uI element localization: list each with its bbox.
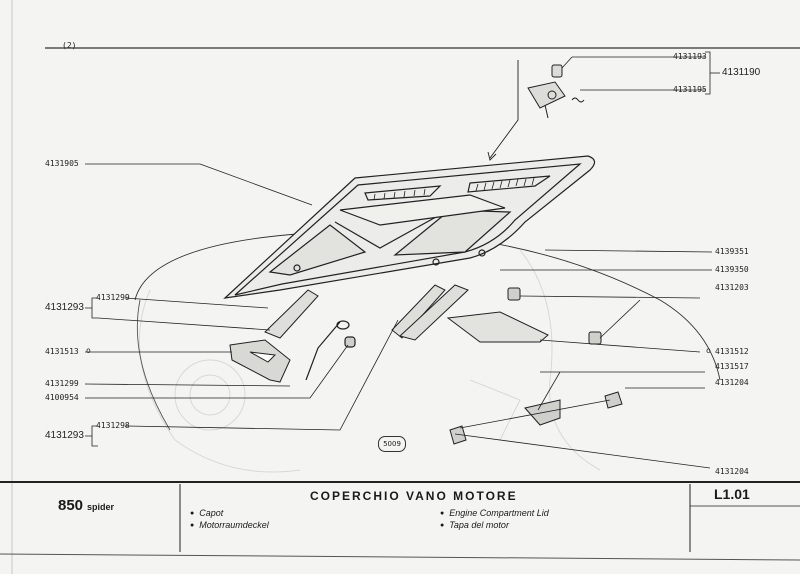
part-label-4131193: 4131193 xyxy=(673,52,707,61)
section-code: L1.01 xyxy=(714,486,750,502)
diagram-number: 5009 xyxy=(378,436,406,452)
description-de: Motorraumdeckel xyxy=(190,520,269,530)
part-label-4131204-upper: 4131204 xyxy=(715,378,749,387)
part-label-4131517: 4131517 xyxy=(715,362,749,371)
leader-lines xyxy=(84,51,720,469)
clip-parts xyxy=(449,287,623,445)
page-number: (2) xyxy=(62,41,77,50)
description-es: Tapa del motor xyxy=(440,520,509,530)
footer-frame xyxy=(0,481,800,552)
bracket-4131513 xyxy=(229,339,291,383)
model-suffix: spider xyxy=(87,502,115,512)
part-label-4131190: 4131190 xyxy=(722,67,761,78)
part-label-4139350: 4139350 xyxy=(715,265,749,274)
part-label-4100954: 4100954 xyxy=(45,393,79,402)
part-label-4131513: 4131513 xyxy=(45,347,79,356)
part-label-4131905: 4131905 xyxy=(45,159,79,168)
part-label-4131195: 4131195 xyxy=(673,85,707,94)
hinge-4131299 xyxy=(264,284,469,341)
part-label-4139351: 4139351 xyxy=(715,247,749,256)
stay-rod-4100954 xyxy=(305,320,356,381)
latch-assembly-4131190 xyxy=(527,64,585,119)
part-label-4131298: 4131298 xyxy=(96,421,130,430)
part-label-4131293-lower: 4131293 xyxy=(45,430,84,441)
section-title: COPERCHIO VANO MOTORE xyxy=(310,489,518,503)
part-label-4131299-lower: 4131299 xyxy=(45,379,79,388)
description-en: Engine Compartment Lid xyxy=(440,508,549,518)
part-label-4131204-lower: 4131204 xyxy=(715,467,749,476)
part-label-4131203: 4131203 xyxy=(715,283,749,292)
description-fr: Capot xyxy=(190,508,223,518)
dot-marker-4131513: o xyxy=(86,346,91,355)
part-label-4131293-upper: 4131293 xyxy=(45,302,84,313)
show-through-ghost xyxy=(138,249,601,473)
dot-marker-4131512: o xyxy=(706,346,711,355)
part-label-4131512: 4131512 xyxy=(715,347,749,356)
part-label-4131299: 4131299 xyxy=(96,293,130,302)
model-number: 850 xyxy=(58,497,84,514)
engine-lid-4131905 xyxy=(223,155,596,299)
trim-panel-4131512 xyxy=(446,311,549,343)
